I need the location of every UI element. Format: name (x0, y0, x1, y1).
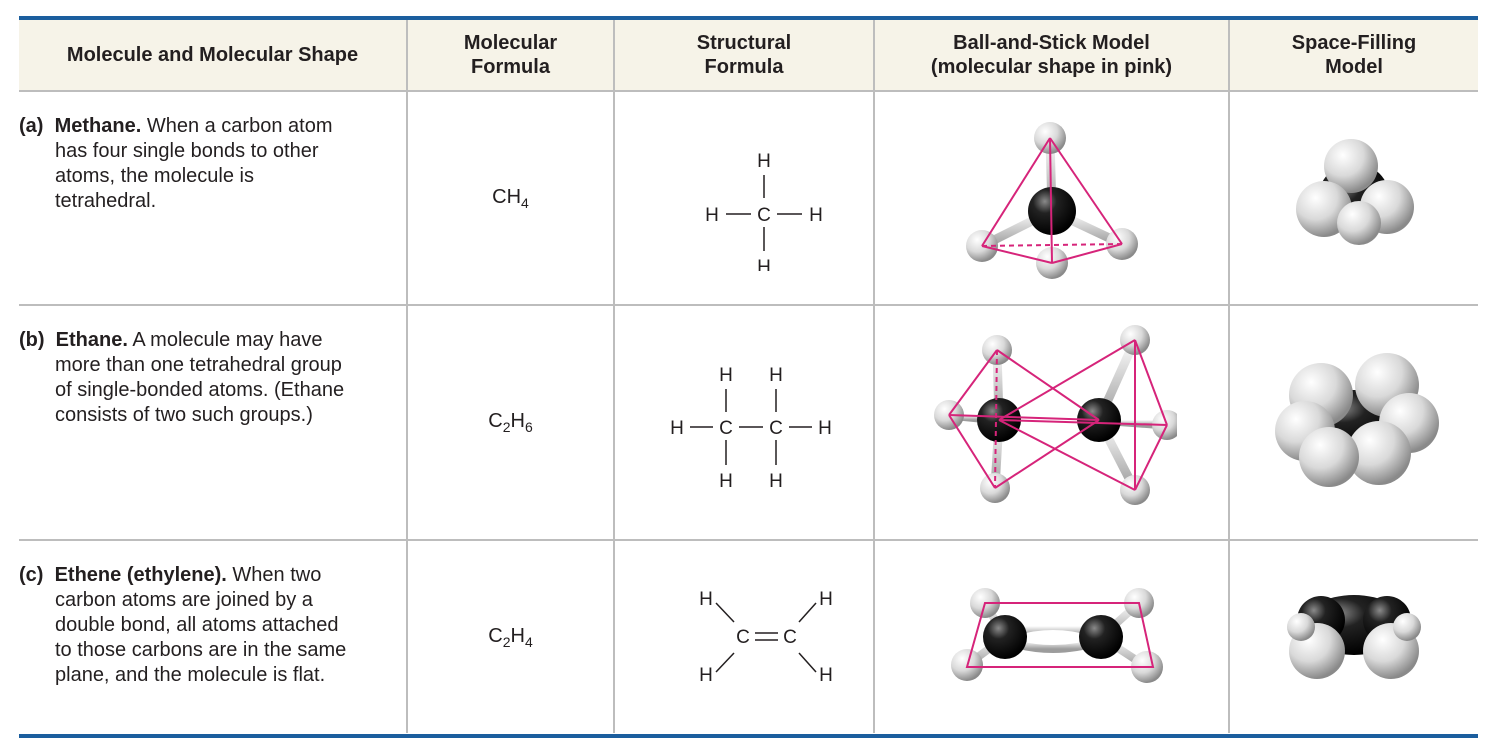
ethane-ball-stick-svg (933, 325, 1182, 505)
structural-formula: H H C C H H (613, 539, 875, 733)
table-row: (c) Ethene (ethylene). When two carbon a… (19, 539, 1478, 733)
ball-and-stick-model (873, 304, 1230, 541)
svg-text:C: C (769, 418, 783, 439)
svg-text:H: H (719, 471, 733, 492)
table-frame (19, 16, 1478, 738)
space-filling-model (1228, 539, 1478, 733)
table-row: (a) Methane. When a carbon atom has four… (19, 90, 1478, 306)
methane-structural-svg: H H C H H (705, 151, 823, 278)
structural-formula: H H H C C H H H (613, 304, 875, 541)
svg-text:C: C (757, 205, 771, 226)
svg-text:H: H (818, 418, 832, 439)
header-shape: Molecule and Molecular Shape (19, 20, 408, 92)
svg-text:H: H (757, 257, 771, 271)
svg-text:C: C (783, 627, 797, 648)
svg-text:H: H (719, 365, 733, 386)
space-filling-model (1228, 90, 1478, 306)
row-description: (b) Ethane. A molecule may have more tha… (19, 304, 408, 541)
svg-text:H: H (757, 151, 771, 172)
ball-and-stick-model (873, 90, 1230, 306)
svg-text:H: H (819, 665, 833, 686)
svg-text:H: H (769, 365, 783, 386)
methane-ball-stick-svg (965, 121, 1138, 279)
molecular-formula: C2H6 (406, 304, 615, 541)
header-ball-and-stick: Ball-and-Stick Model(molecular shape in … (873, 20, 1230, 92)
structural-formula: H H C H H (613, 90, 875, 306)
methane-space-fill-svg (1296, 138, 1414, 245)
ethene-ball-stick-svg (950, 587, 1163, 683)
ethane-structural-svg: H H H C C H H H (670, 365, 832, 492)
svg-text:H: H (769, 471, 783, 492)
svg-text:C: C (719, 418, 733, 439)
svg-text:H: H (699, 589, 713, 610)
row-description: (c) Ethene (ethylene). When two carbon a… (19, 539, 408, 733)
table-row: (b) Ethane. A molecule may have more tha… (19, 304, 1478, 541)
ethene-space-fill-svg (1287, 594, 1421, 679)
svg-text:H: H (819, 589, 833, 610)
svg-text:H: H (670, 418, 684, 439)
ethane-space-fill-svg (1275, 353, 1439, 487)
molecular-formula: CH4 (406, 90, 615, 306)
molecular-formula: C2H4 (406, 539, 615, 733)
svg-text:H: H (699, 665, 713, 686)
row-description: (a) Methane. When a carbon atom has four… (19, 90, 408, 306)
space-filling-model (1228, 304, 1478, 541)
svg-text:H: H (705, 205, 719, 226)
svg-text:C: C (736, 627, 750, 648)
svg-text:H: H (809, 205, 823, 226)
ethene-structural-svg: H H C C H H (699, 589, 833, 686)
ball-and-stick-model (873, 539, 1230, 733)
